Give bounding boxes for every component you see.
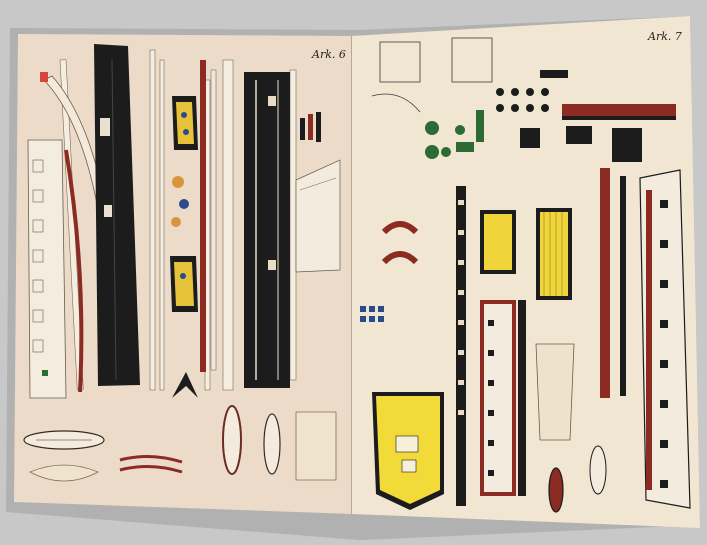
lifeboats [23, 405, 337, 482]
hull-side-panel [27, 139, 67, 399]
right-sheet-label: Ark. 7 [647, 30, 682, 43]
right-page [352, 16, 700, 528]
left-page [14, 34, 353, 514]
yellow-hatches [480, 208, 572, 300]
yellow-deck-piece [372, 392, 444, 510]
left-sheet-label: Ark. 6 [311, 48, 346, 61]
decorated-strips [170, 96, 198, 312]
right-hull-side [639, 169, 691, 509]
